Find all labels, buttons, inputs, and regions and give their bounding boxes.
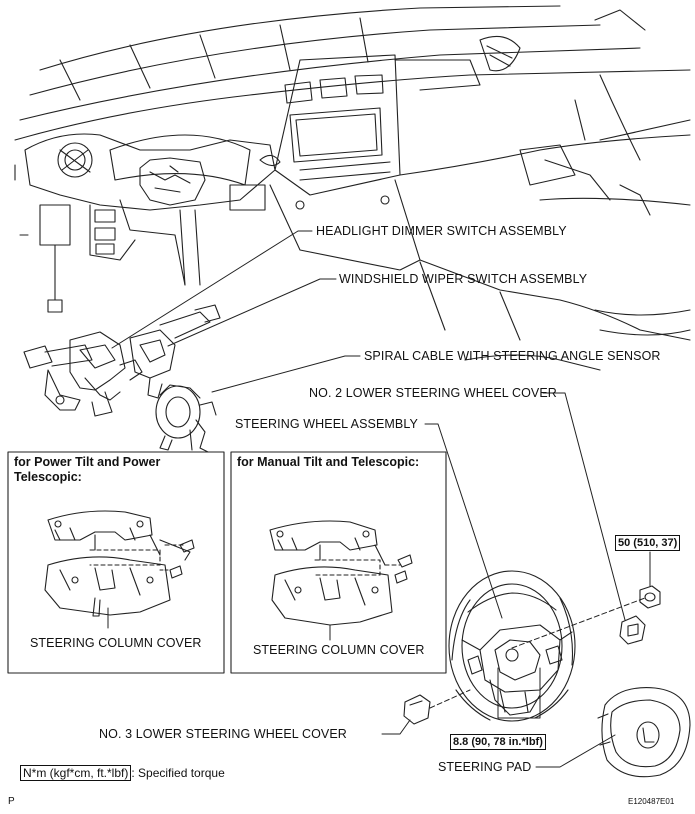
spiral-cable-label: SPIRAL CABLE WITH STEERING ANGLE SENSOR xyxy=(364,349,661,363)
combination-switch-illustration xyxy=(23,304,221,417)
steering-wheel-illustration xyxy=(448,570,576,722)
manual-tilt-box-title: for Manual Tilt and Telescopic: xyxy=(237,455,420,469)
steering-pad-illustration xyxy=(597,687,691,778)
power-tilt-box xyxy=(7,451,225,674)
windshield-wiper-switch-label: WINDSHIELD WIPER SWITCH ASSEMBLY xyxy=(339,272,588,286)
power-tilt-box-title: for Power Tilt and Power Telescopic: xyxy=(14,455,161,484)
headlight-dimmer-switch-label: HEADLIGHT DIMMER SWITCH ASSEMBLY xyxy=(316,224,567,238)
manual-tilt-box xyxy=(230,451,447,674)
column-cover-manual-illustration xyxy=(269,520,413,626)
power-column-cover-label: STEERING COLUMN COVER xyxy=(30,636,202,650)
no2-cover-illustration xyxy=(619,615,646,645)
torque-unit-box: N*m (kgf*cm, ft.*lbf) xyxy=(20,765,132,781)
spiral-cable-illustration xyxy=(155,384,217,453)
column-cover-power-illustration xyxy=(44,510,195,617)
nut-illustration xyxy=(639,585,661,609)
no3-lower-cover-label: NO. 3 LOWER STEERING WHEEL COVER xyxy=(99,727,347,741)
dashboard-illustration xyxy=(14,5,691,371)
torque-legend: N*m (kgf*cm, ft.*lbf): Specified torque xyxy=(20,765,225,781)
bolt-torque-spec: 8.8 (90, 78 in.*lbf) xyxy=(450,734,546,750)
footer-left-mark: P xyxy=(8,796,15,807)
steering-pad-label: STEERING PAD xyxy=(438,760,532,774)
steering-wheel-assembly-label: STEERING WHEEL ASSEMBLY xyxy=(235,417,418,431)
figure-code: E120487E01 xyxy=(628,797,675,806)
manual-column-cover-label: STEERING COLUMN COVER xyxy=(253,643,425,657)
nut-torque-spec: 50 (510, 37) xyxy=(615,535,681,551)
torque-legend-text: : Specified torque xyxy=(131,766,225,780)
no2-lower-cover-label: NO. 2 LOWER STEERING WHEEL COVER xyxy=(309,386,557,400)
leader-lines xyxy=(107,230,651,768)
no3-cover-illustration xyxy=(403,694,431,725)
